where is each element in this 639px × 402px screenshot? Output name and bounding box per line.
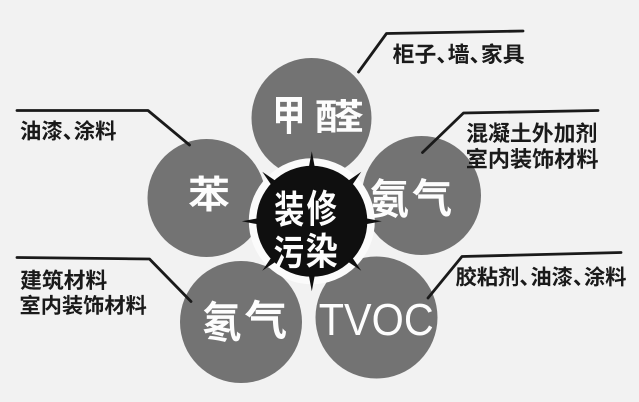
source-label-ammonia-line2-glyph: [467, 147, 599, 169]
leader-line-benzene: [15, 109, 191, 147]
source-label-ammonia-line1-glyph: [466, 122, 596, 144]
glyph-texts-white: [189, 96, 452, 342]
source-label-radon-line2-glyph: [20, 294, 147, 315]
center-label-line2-glyph: [274, 235, 304, 269]
bubble-label-ammonia-glyph: [412, 178, 452, 217]
glyph-texts-black: [20, 43, 626, 315]
leader-line-formaldehyde: [357, 29, 525, 74]
bubble-label-ammonia-glyph: [371, 177, 408, 218]
center-label-line1-glyph: [275, 190, 304, 227]
leader-line-radon: [15, 256, 193, 303]
bubble-radon: [180, 261, 302, 383]
bubble-label-formaldehyde-glyph: [276, 96, 303, 134]
bubble-label-radon-glyph: [203, 300, 241, 342]
bubble-label-tvoc: TVOC: [319, 294, 434, 345]
leader-line-tvoc: [426, 251, 623, 300]
bubble-tvoc: [315, 256, 438, 379]
center-label-line2-glyph: [306, 232, 338, 269]
center-label-line1-glyph: [306, 189, 337, 226]
bubble-label-radon-glyph: [244, 299, 287, 339]
leader-line-ammonia: [421, 109, 600, 154]
bubble-label-benzene-glyph: [189, 175, 230, 212]
source-label-radon-line1-glyph: [20, 269, 107, 290]
source-label-benzene-glyph: [20, 120, 116, 141]
source-label-formaldehyde-glyph: [392, 43, 524, 64]
bubble-label-formaldehyde-glyph: [316, 98, 363, 133]
bubble-formaldehyde: [251, 58, 372, 178]
source-label-tvoc-glyph: [455, 266, 626, 287]
